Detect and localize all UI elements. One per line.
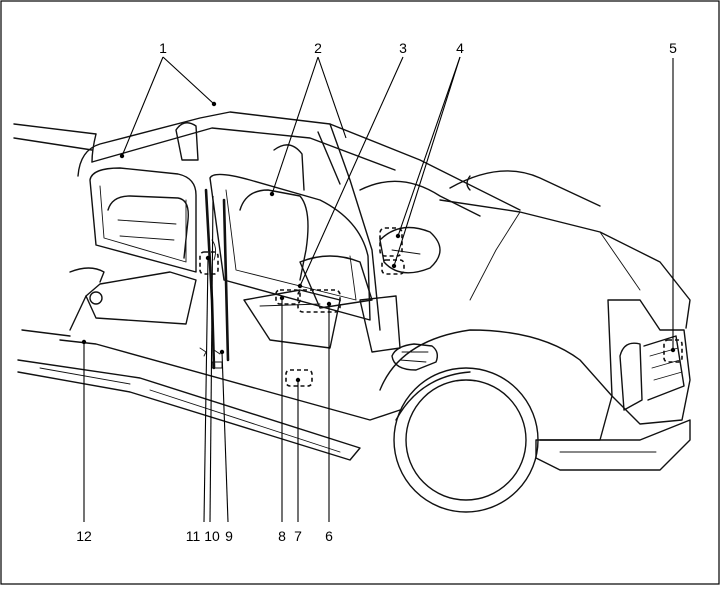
callout-2: 2	[314, 40, 322, 56]
callout-6: 6	[325, 528, 333, 544]
callout-10: 10	[204, 528, 220, 544]
callout-11: 11	[186, 528, 201, 544]
callout-12: 12	[76, 528, 92, 544]
callout-4: 4	[456, 40, 464, 56]
callout-7: 7	[294, 528, 302, 544]
callout-3: 3	[399, 40, 407, 56]
callout-8: 8	[278, 528, 286, 544]
callout-1: 1	[159, 40, 167, 56]
diagram-border	[1, 1, 719, 584]
callout-5: 5	[669, 40, 677, 56]
callout-9: 9	[225, 528, 233, 544]
